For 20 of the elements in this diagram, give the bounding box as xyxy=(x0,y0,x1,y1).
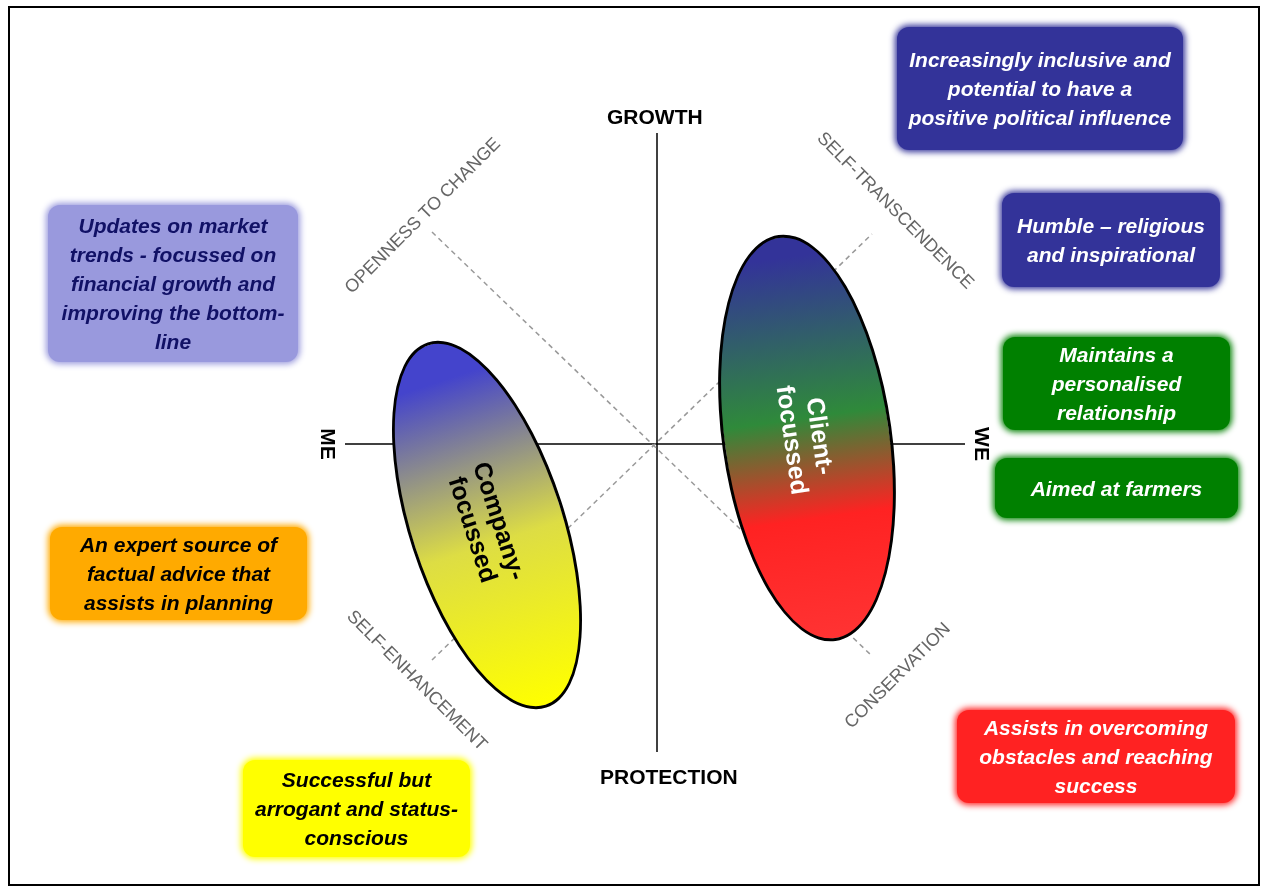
ellipse-label: Client-focussed xyxy=(770,382,842,499)
note-box xyxy=(1003,337,1230,430)
note-text: Successful but arrogant and status-conscious xyxy=(254,767,459,851)
note-text: Assists in overcoming obstacles and reaching success xyxy=(978,715,1214,799)
note-box xyxy=(1002,193,1220,287)
note-box xyxy=(48,205,298,362)
note-box xyxy=(995,458,1238,518)
note-text: Increasingly inclusive and potential to have a positive political influence xyxy=(907,47,1173,131)
note-text: Updates on market trends - focussed on financial growth and improving the bottom-line xyxy=(60,213,286,355)
note-text: Maintains a personalised relationship xyxy=(1050,342,1183,426)
note-text: Aimed at farmers xyxy=(1030,475,1203,502)
note-box xyxy=(243,760,470,857)
axis-label: GROWTH xyxy=(607,105,703,129)
axis-label: PROTECTION xyxy=(600,765,738,789)
note-text: Humble – religious and inspirational xyxy=(1016,213,1206,268)
note-text: An expert source of factual advice that assists in planning xyxy=(78,532,280,616)
axis-label: ME xyxy=(315,428,340,460)
note-box xyxy=(50,527,307,620)
note-box xyxy=(957,710,1235,803)
axis-label: WE xyxy=(969,427,994,461)
